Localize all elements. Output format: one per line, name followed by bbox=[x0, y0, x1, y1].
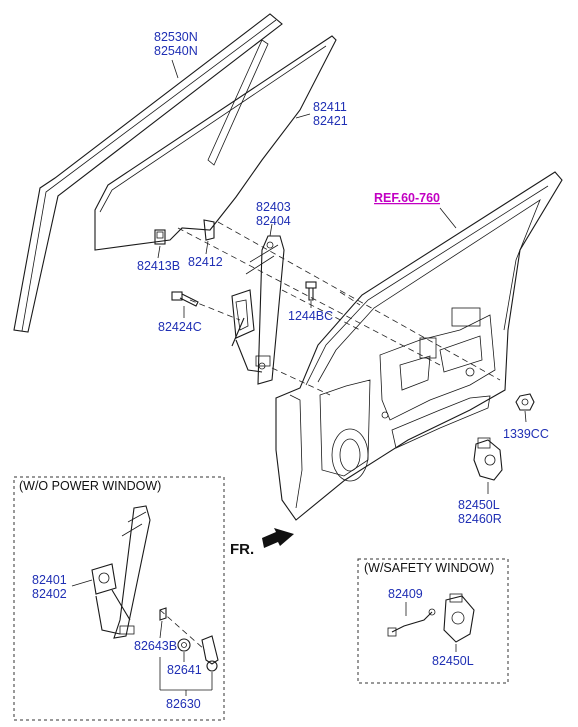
label-seal-top: 82530N bbox=[154, 30, 198, 44]
glass-clip-82412 bbox=[203, 219, 215, 241]
glass-run-seal bbox=[13, 13, 283, 333]
label-regulator-top: 82403 bbox=[256, 200, 291, 214]
set-bracket-82630 bbox=[159, 657, 213, 696]
label-clip-82413b: 82413B bbox=[137, 259, 180, 273]
door-panel bbox=[275, 171, 563, 521]
bolt-1244bc bbox=[305, 281, 317, 301]
label-wo-regulator-top: 82401 bbox=[32, 573, 67, 587]
label-safety-motor: 82450L bbox=[432, 654, 474, 668]
safety-window-box bbox=[357, 558, 509, 684]
window-regulator bbox=[231, 235, 285, 385]
label-nut-1339cc: 1339CC bbox=[503, 427, 549, 441]
label-bolt-82424c: 82424C bbox=[158, 320, 202, 334]
label-motor-top: 82450L bbox=[458, 498, 500, 512]
label-seal-bottom: 82540N bbox=[154, 44, 198, 58]
label-ref[interactable]: REF.60-760 bbox=[374, 191, 440, 205]
label-motor-bottom: 82460R bbox=[458, 512, 502, 526]
assembly-lines bbox=[159, 221, 501, 651]
wo-power-window-box bbox=[13, 476, 225, 721]
label-wo-clip: 82643B bbox=[134, 639, 177, 653]
label-front: FR. bbox=[230, 541, 254, 558]
glass-clip-82413b bbox=[154, 229, 166, 245]
bolt-82424c bbox=[171, 291, 199, 307]
label-glass-top: 82411 bbox=[313, 100, 347, 114]
door-glass bbox=[94, 35, 337, 251]
window-motor bbox=[473, 437, 503, 481]
manual-clip-82643b bbox=[159, 607, 167, 621]
label-wo-handle: 82641 bbox=[167, 663, 202, 677]
window-handle bbox=[201, 635, 219, 672]
label-regulator-bottom: 82404 bbox=[256, 214, 291, 228]
label-bolt-1244bc: 1244BC bbox=[288, 309, 333, 323]
safety-motor bbox=[443, 593, 475, 643]
manual-regulator bbox=[91, 505, 151, 639]
nut-1339cc bbox=[515, 393, 535, 411]
safety-window-title: (W/SAFETY WINDOW) bbox=[364, 561, 494, 575]
label-wo-set: 82630 bbox=[166, 697, 201, 711]
front-direction-arrow bbox=[262, 528, 294, 548]
label-safety-cable: 82409 bbox=[388, 587, 423, 601]
washer-82641 bbox=[177, 638, 191, 652]
safety-cable-82409 bbox=[387, 608, 436, 637]
label-glass-bottom: 82421 bbox=[313, 114, 348, 128]
wo-power-window-title: (W/O POWER WINDOW) bbox=[19, 479, 161, 493]
label-wo-regulator-bottom: 82402 bbox=[32, 587, 67, 601]
label-clip-82412: 82412 bbox=[188, 255, 223, 269]
